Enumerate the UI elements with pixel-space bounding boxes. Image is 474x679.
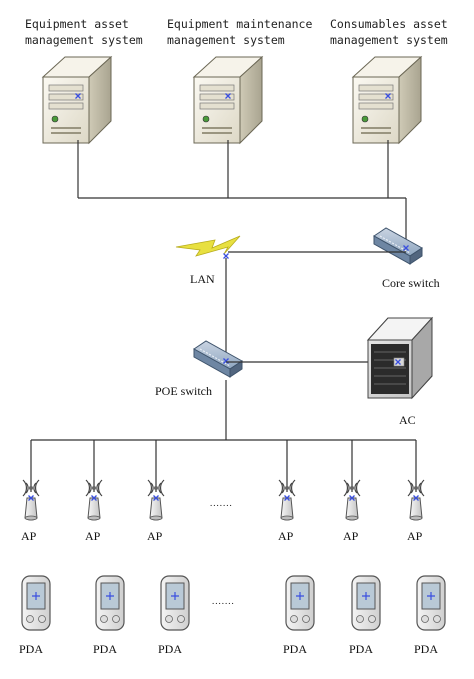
ap-4-icon <box>278 479 296 521</box>
ap-4-label: AP <box>278 529 294 543</box>
server-2-icon <box>193 56 263 144</box>
poe-switch-label: POE switch <box>155 384 212 398</box>
pda-5-label: PDA <box>349 642 374 656</box>
ap-ellipsis: ....... <box>210 498 233 508</box>
ap-6-icon <box>407 479 425 521</box>
pda-2-icon <box>95 575 125 631</box>
pda-3-icon <box>160 575 190 631</box>
ap-5-label: AP <box>343 529 359 543</box>
ap-6-label: AP <box>407 529 423 543</box>
ap-1-label: AP <box>21 529 37 543</box>
core-switch-icon <box>373 227 423 265</box>
server-2-label: Equipment maintenance management system <box>167 17 313 47</box>
pda-1-label: PDA <box>19 642 44 656</box>
pda-ellipsis: ....... <box>212 596 235 606</box>
lightning-icon <box>175 235 241 260</box>
pda-1-icon <box>21 575 51 631</box>
access-controller-icon <box>366 316 434 400</box>
ap-3-label: AP <box>147 529 163 543</box>
poe-switch-icon <box>193 340 243 378</box>
lan-label: LAN <box>190 272 215 286</box>
pda-5-icon <box>351 575 381 631</box>
pda-2-label: PDA <box>93 642 118 656</box>
pda-4-icon <box>285 575 315 631</box>
ap-3-icon <box>147 479 165 521</box>
ap-5-icon <box>343 479 361 521</box>
ac-label: AC <box>399 413 416 427</box>
ap-2-icon <box>85 479 103 521</box>
pda-6-label: PDA <box>414 642 439 656</box>
core-switch-label: Core switch <box>382 276 440 290</box>
server-1-icon <box>42 56 112 144</box>
server-bus-lines <box>77 140 407 248</box>
pda-6-icon <box>416 575 446 631</box>
ap-2-label: AP <box>85 529 101 543</box>
pda-4-label: PDA <box>283 642 308 656</box>
ap-1-icon <box>22 479 40 521</box>
pda-3-label: PDA <box>158 642 183 656</box>
ap-bus-lines <box>30 380 417 492</box>
lan-link-line <box>225 251 406 362</box>
server-1-label: Equipment asset management system <box>25 17 143 47</box>
server-3-label: Consumables asset management system <box>330 17 448 47</box>
server-3-icon <box>352 56 422 144</box>
